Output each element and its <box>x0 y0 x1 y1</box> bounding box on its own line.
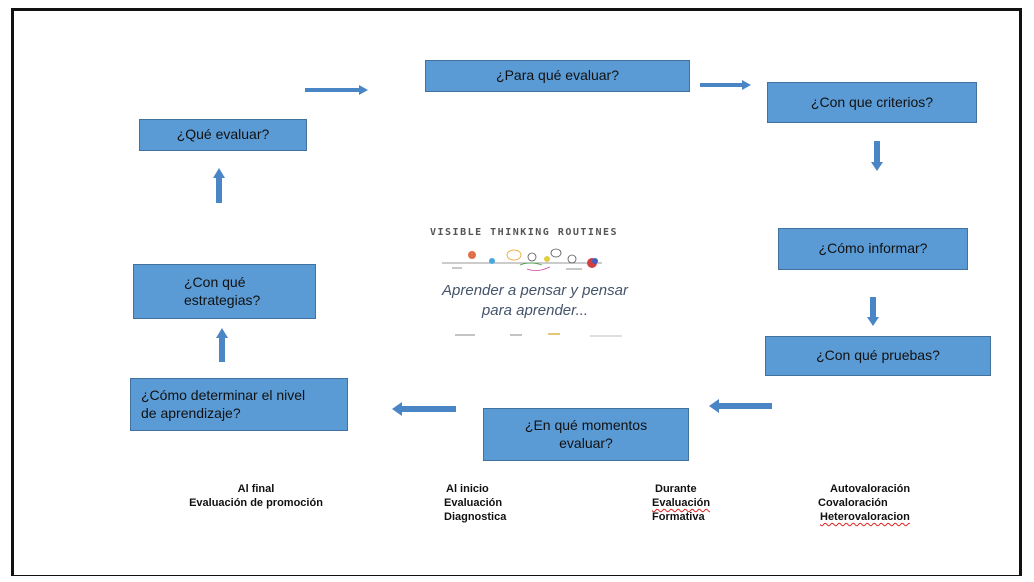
bottom-label-al-final-line1: Al final <box>237 483 275 495</box>
bottom-label-autovaloracion: Autovaloración Covaloración Heterovalora… <box>800 482 975 524</box>
center-image-title: VISIBLE THINKING ROUTINES <box>430 227 619 238</box>
arrow-criterios-to-informar <box>871 141 883 171</box>
bottom-label-durante-line1: Durante <box>655 483 697 495</box>
node-con-que-pruebas-text: ¿Con qué pruebas? <box>816 347 940 364</box>
center-image-subtitle-line2: para aprender... <box>481 302 589 320</box>
node-con-que-estrategias-text: ¿Con qué estrategias? <box>184 274 261 308</box>
bottom-label-al-inicio-line1: Al inicio <box>446 483 489 495</box>
arrow-para-que-to-criterios <box>700 80 751 90</box>
arrow-momentos-to-nivel <box>392 402 456 416</box>
node-con-que-pruebas: ¿Con qué pruebas? <box>765 336 991 376</box>
bottom-label-al-inicio-line2: Evaluación <box>444 497 503 510</box>
arrow-pruebas-to-momentos <box>709 399 772 413</box>
node-que-evaluar-text: ¿Qué evaluar? <box>176 126 270 143</box>
center-image-sketch <box>442 248 602 271</box>
bottom-label-al-final-line2: Evaluación de promoción <box>189 497 323 510</box>
node-como-informar-text: ¿Cómo informar? <box>818 240 928 257</box>
arrow-informar-to-pruebas <box>867 297 879 326</box>
bottom-label-al-inicio: Al inicio Evaluación Diagnostica <box>430 482 550 524</box>
center-image-footnotes <box>455 333 622 337</box>
bottom-label-durante-line3: Formativa <box>652 511 705 524</box>
arrow-nivel-to-estrategias <box>216 328 228 362</box>
bottom-label-al-final: Al final Evaluación de promoción <box>156 482 356 510</box>
node-como-determinar-nivel: ¿Cómo determinar el nivel de aprendizaje… <box>130 378 348 431</box>
bottom-label-autovaloracion-line1: Autovaloración <box>830 483 911 495</box>
node-que-evaluar: ¿Qué evaluar? <box>139 119 307 151</box>
node-para-que-evaluar: ¿Para qué evaluar? <box>425 60 690 92</box>
bottom-label-al-inicio-line3: Diagnostica <box>444 511 507 524</box>
bottom-label-durante-line2: Evaluación <box>652 497 711 510</box>
bottom-label-durante: Durante Evaluación Formativa <box>640 482 750 524</box>
node-en-que-momentos-text: ¿En qué momentos evaluar? <box>524 417 648 451</box>
node-para-que-evaluar-text: ¿Para qué evaluar? <box>496 67 619 84</box>
bottom-label-autovaloracion-line2: Covaloración <box>818 497 888 510</box>
node-con-que-estrategias: ¿Con qué estrategias? <box>133 264 316 319</box>
node-en-que-momentos: ¿En qué momentos evaluar? <box>483 408 689 461</box>
node-con-que-criterios: ¿Con que criterios? <box>767 82 977 123</box>
center-image-subtitle-line1: Aprender a pensar y pensar <box>442 282 628 299</box>
center-image-subtitle: Aprender a pensar y pensar para aprender… <box>410 281 660 322</box>
arrow-estrategias-to-que <box>213 168 225 203</box>
arrow-que-to-para-que <box>305 85 368 95</box>
node-con-que-criterios-text: ¿Con que criterios? <box>810 93 934 110</box>
bottom-label-autovaloracion-line3: Heterovaloracion <box>820 511 910 524</box>
node-como-determinar-nivel-text: ¿Cómo determinar el nivel de aprendizaje… <box>141 387 306 421</box>
node-como-informar: ¿Cómo informar? <box>778 228 968 270</box>
